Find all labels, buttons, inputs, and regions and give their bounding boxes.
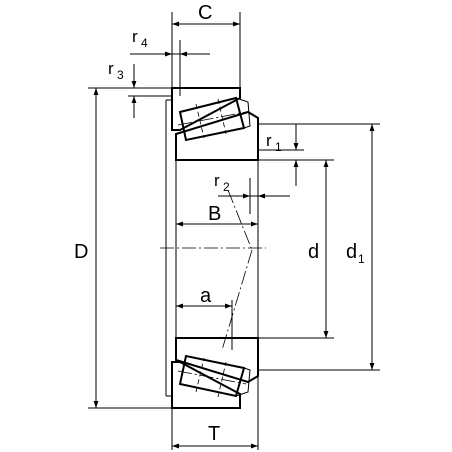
label-d1-subscript: 1	[358, 252, 365, 266]
label-r2-subscript: 2	[223, 180, 230, 194]
label-a: a	[200, 285, 212, 307]
label-c: C	[198, 2, 212, 24]
dimension-c	[171, 12, 241, 88]
outer-ring-lower	[171, 361, 241, 409]
pressure-center-line	[227, 189, 253, 251]
label-d-bore: d	[308, 241, 319, 263]
dimension-a	[176, 300, 233, 350]
label-t: T	[208, 423, 220, 445]
label-r3: r	[108, 59, 114, 78]
label-r1-subscript: 1	[275, 140, 282, 154]
dimension-d-bore	[258, 159, 334, 339]
dimension-t	[171, 376, 259, 450]
pressure-center-line-lower	[221, 249, 253, 351]
inner-ring-upper	[175, 110, 259, 161]
label-b: B	[208, 203, 221, 225]
outer-ring-upper	[171, 87, 241, 131]
roller-lower	[177, 354, 251, 398]
label-d-outer: D	[74, 241, 88, 263]
dimension-r1	[258, 124, 304, 186]
dimension-r2	[218, 178, 290, 214]
label-r4: r	[132, 27, 138, 46]
dimension-d1	[258, 123, 380, 371]
roller-upper	[177, 96, 251, 142]
label-r4-subscript: 4	[141, 36, 148, 50]
dimension-r3	[128, 64, 172, 118]
label-d1: d	[346, 241, 357, 263]
dimension-d-outer	[88, 87, 172, 409]
dimension-r4	[130, 40, 210, 96]
label-r1: r	[266, 131, 272, 150]
label-r3-subscript: 3	[117, 68, 124, 82]
label-r2: r	[214, 171, 220, 190]
inner-ring-lower	[175, 337, 259, 384]
